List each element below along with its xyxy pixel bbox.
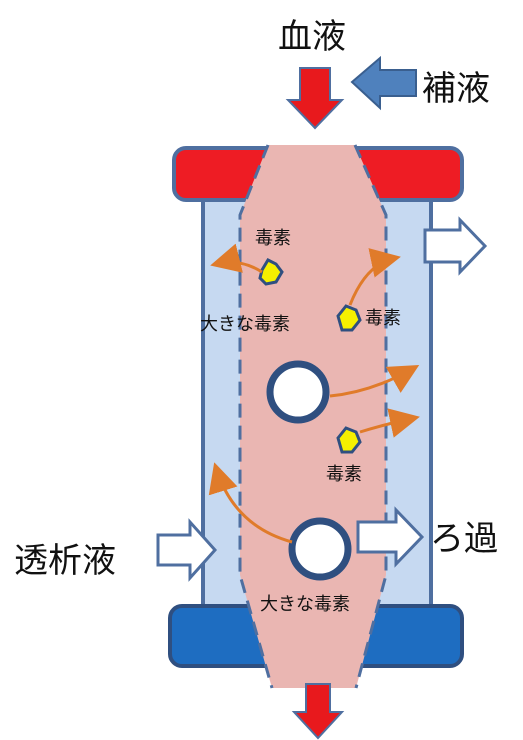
toxin-label-1: 毒素: [255, 228, 291, 249]
outflow-arrow: [423, 216, 488, 276]
large-toxin-label-2: 大きな毒素: [260, 594, 350, 615]
toxin-particle-3: [336, 426, 362, 454]
large-toxin-circle-2: [288, 517, 352, 581]
replacement-fluid-label: 補液: [422, 69, 490, 109]
diffusion-arrow-1: [210, 243, 263, 274]
diffusion-arrow-2: [348, 248, 401, 306]
dialysate-label: 透析液: [14, 541, 116, 581]
diffusion-arrow-3: [329, 365, 420, 398]
filtration-label: ろ過: [430, 519, 498, 559]
blood-outflow-arrow: [291, 683, 345, 740]
blood-inflow-arrow: [285, 67, 345, 130]
membrane-right: [353, 144, 388, 689]
large-toxin-circle-1: [266, 360, 330, 424]
diffusion-arrow-4: [359, 408, 420, 438]
large-toxin-label-1: 大きな毒素: [200, 314, 290, 335]
blood-label: 血液: [278, 17, 346, 57]
toxin-label-3: 毒素: [326, 464, 362, 485]
toxin-label-2: 毒素: [365, 308, 401, 329]
toxin-particle-1: [258, 258, 284, 286]
replacement-fluid-arrow: [350, 55, 417, 111]
diffusion-arrow-5: [208, 462, 293, 544]
toxin-particle-2: [336, 304, 362, 332]
filtration-arrow: [356, 506, 425, 568]
dialysate-inflow-arrow: [156, 518, 218, 582]
membrane-left: [238, 144, 274, 689]
